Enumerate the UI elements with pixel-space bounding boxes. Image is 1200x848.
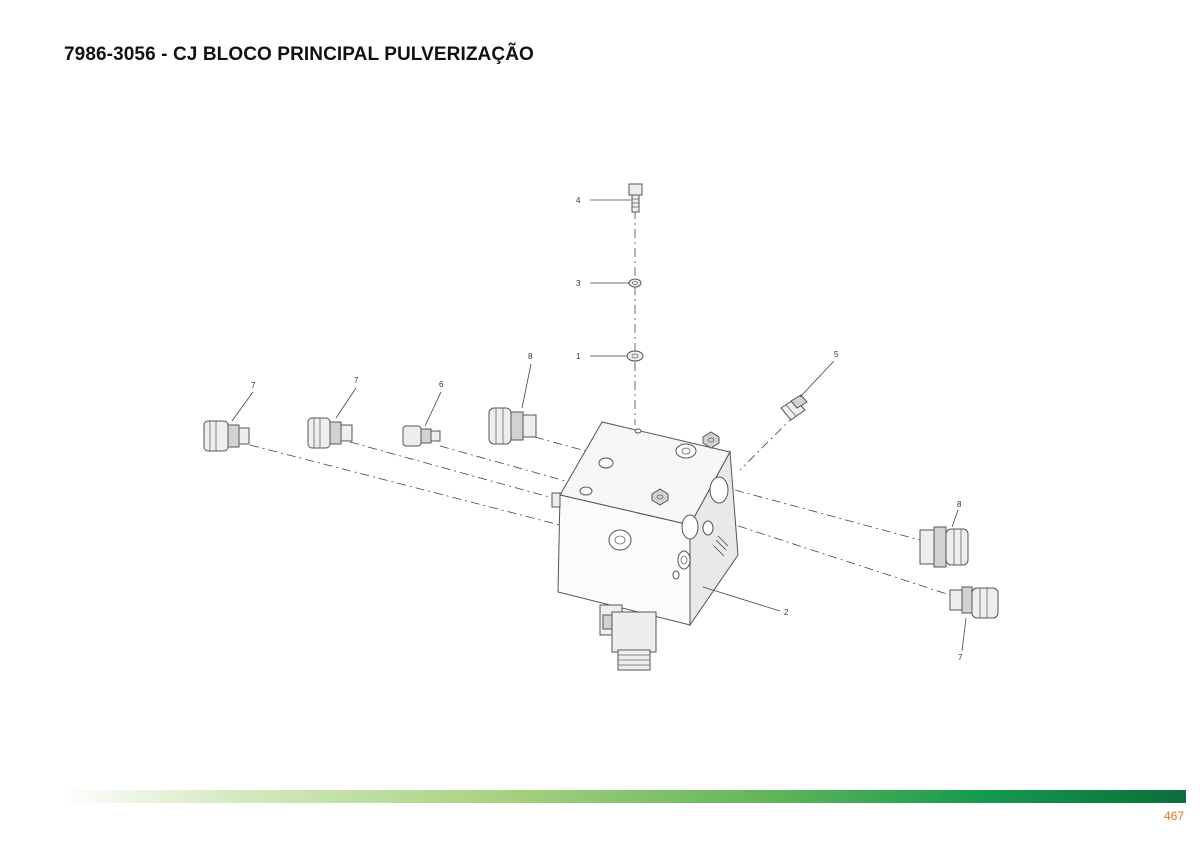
- bolt-part-4: [628, 183, 643, 213]
- callout-7-left: 7: [251, 381, 256, 390]
- callout-leaders: [231, 199, 967, 652]
- plug-part-7-right: [949, 586, 999, 619]
- callout-7-right: 7: [958, 653, 963, 662]
- callout-4: 4: [576, 196, 581, 205]
- fitting-part-5: [780, 394, 808, 421]
- callout-8-right: 8: [957, 500, 962, 509]
- page-title: 7986-3056 - CJ BLOCO PRINCIPAL PULVERIZA…: [64, 44, 534, 65]
- adapter-part-8-left: [488, 407, 537, 445]
- valve-block-part-2: [551, 421, 739, 671]
- plug-part-7-middle: [307, 417, 353, 449]
- callout-8-left: 8: [528, 352, 533, 361]
- plug-part-7-left: [203, 420, 250, 452]
- flat-washer-part-1: [626, 350, 644, 362]
- page-number: 467: [1163, 809, 1184, 823]
- callout-5: 5: [834, 350, 839, 359]
- callout-1: 1: [576, 352, 581, 361]
- callout-7-middle: 7: [354, 376, 359, 385]
- callout-3: 3: [576, 279, 581, 288]
- callout-2: 2: [784, 608, 789, 617]
- callout-6: 6: [439, 380, 444, 389]
- callout-labels: 4 3 1 8 5 6 7 7 2 8 7: [251, 196, 963, 662]
- assembly-axis-lines: [249, 210, 951, 596]
- lock-washer-part-3: [628, 278, 642, 288]
- fitting-part-6: [402, 425, 441, 447]
- adapter-part-8-right: [919, 526, 969, 568]
- footer-gradient-bar: [60, 790, 1186, 803]
